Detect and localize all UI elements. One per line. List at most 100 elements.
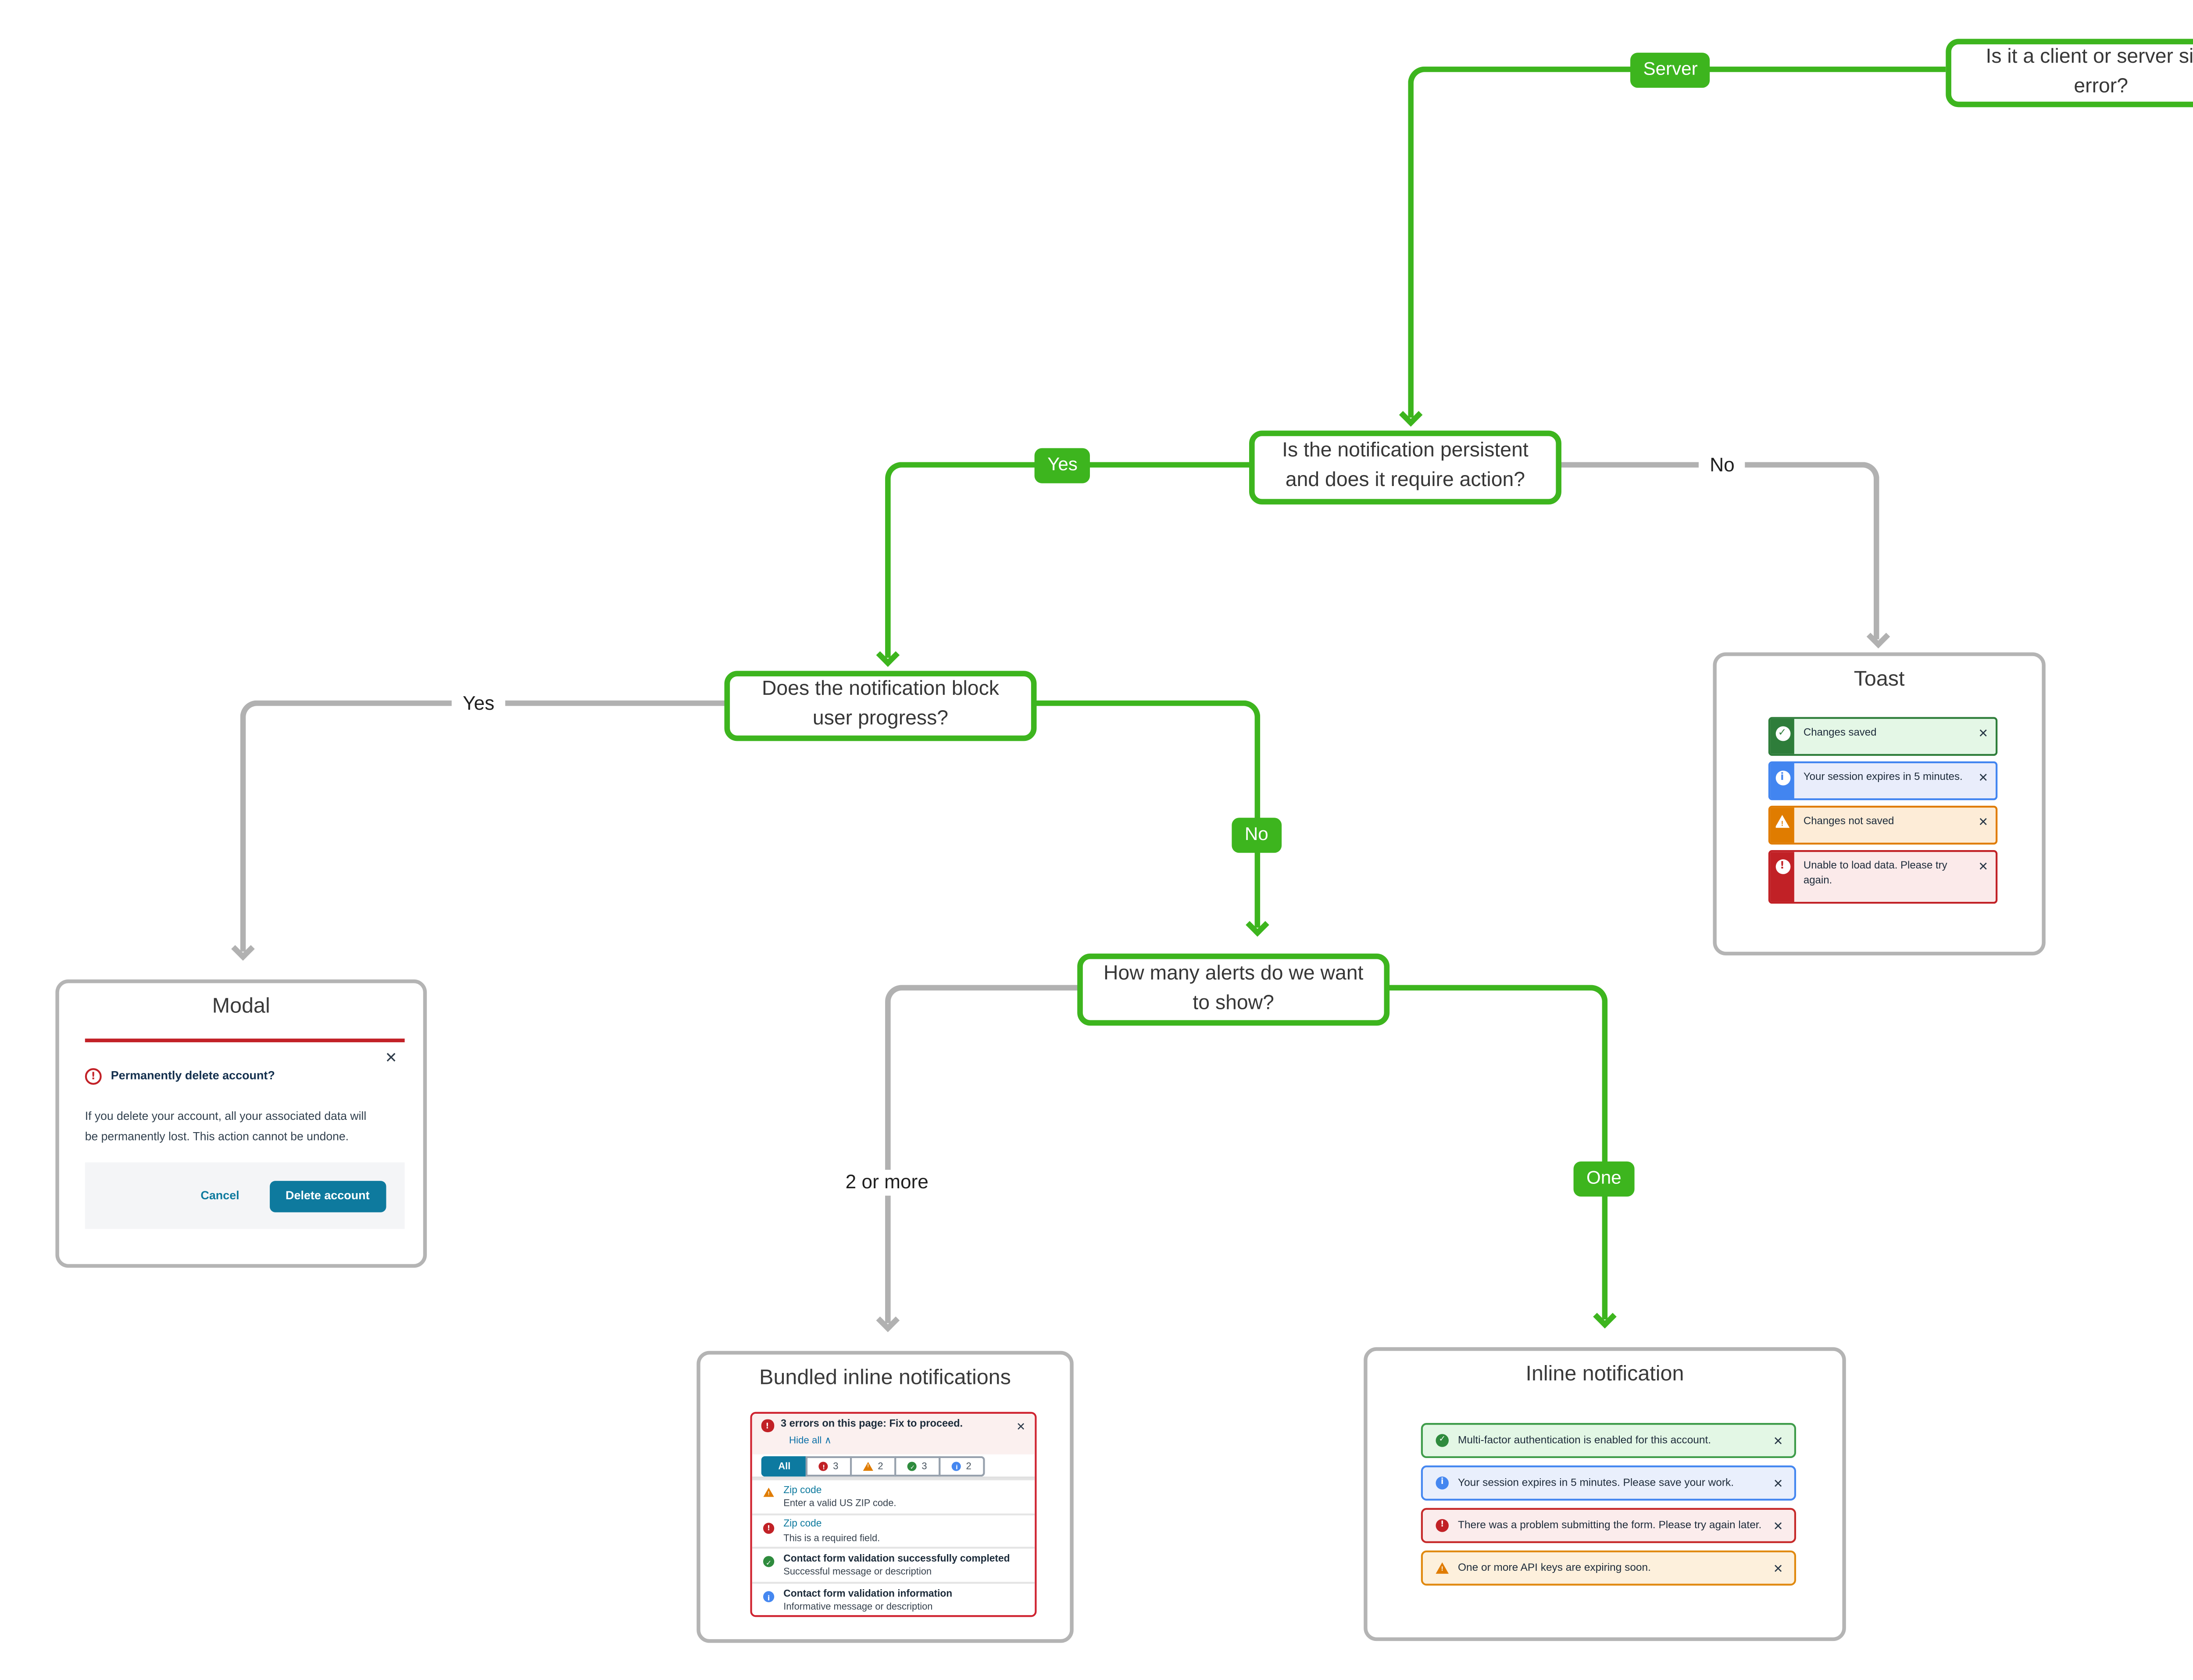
inline-info: i Your session expires in 5 minutes. Ple… (1421, 1465, 1797, 1501)
bundled-item-title[interactable]: Zip code (783, 1485, 822, 1496)
error-icon: ! (819, 1462, 829, 1471)
bundled-item-error: ! Zip code This is a required field. (752, 1513, 1035, 1548)
toast-text: Changes saved (1803, 728, 1877, 740)
close-icon[interactable]: ✕ (385, 1049, 397, 1066)
edge-label-two-or-more: 2 or more (834, 1169, 940, 1196)
decision-box-how-many: How many alerts do we want to show? (1077, 953, 1390, 1026)
bundled-summary: 3 errors on this page: Fix to proceed. (780, 1419, 963, 1431)
inline-notification-card: Inline notification ✓ Multi-factor authe… (1364, 1347, 1846, 1641)
edge-label-yes-persistent: Yes (1034, 448, 1091, 483)
decision-text: Is the notification persistent and does … (1282, 440, 1529, 492)
toast-card: Toast ✓ Changes saved ✕ i Your session e… (1713, 652, 2046, 956)
close-icon[interactable]: ✕ (1773, 1476, 1783, 1491)
modal-heading: Permanently delete account? (111, 1070, 275, 1083)
edge-label-no-persistent: No (1698, 453, 1746, 479)
info-icon: i (1436, 1476, 1449, 1490)
edge-no-blocking-connector (1035, 700, 1261, 928)
decision-text: Is it a client or server side error? (1986, 45, 2193, 97)
cancel-button[interactable]: Cancel (200, 1189, 239, 1202)
error-icon: ! (1770, 852, 1794, 902)
toast-text: Unable to load data. Please try again. (1803, 861, 1947, 888)
modal-card: Modal ✕ ! Permanently delete account? If… (55, 979, 427, 1268)
success-icon: ✓ (1436, 1434, 1449, 1447)
tab-all[interactable]: All (761, 1456, 808, 1477)
bundled-item-warning: ! Zip code Enter a valid US ZIP code. (752, 1478, 1035, 1513)
close-icon[interactable]: ✕ (1978, 859, 1989, 874)
edge-label-no-blocking: No (1232, 818, 1282, 853)
toast-text: Your session expires in 5 minutes. (1803, 772, 1963, 784)
bundled-item-description: This is a required field. (783, 1533, 880, 1544)
inline-warning: ! One or more API keys are expiring soon… (1421, 1550, 1797, 1586)
bundled-filter-tabs: All ! 3 ! 2 ✓ 3 i 2 (752, 1455, 1035, 1479)
decision-text: Does the notification block user progres… (761, 678, 999, 730)
tab-warnings[interactable]: ! 2 (850, 1456, 896, 1477)
edge-server-connector (1408, 66, 1946, 418)
toast-info: i Your session expires in 5 minutes. ✕ (1768, 761, 1998, 801)
info-icon: i (1770, 763, 1794, 799)
close-icon[interactable]: ✕ (1773, 1560, 1783, 1576)
close-icon[interactable]: ✕ (1978, 815, 1989, 830)
close-icon[interactable]: ✕ (1773, 1433, 1783, 1448)
warning-icon: ! (863, 1462, 873, 1471)
card-title: Bundled inline notifications (759, 1367, 1011, 1390)
card-title: Modal (212, 996, 270, 1019)
bundled-panel: ! 3 errors on this page: Fix to proceed.… (750, 1412, 1037, 1617)
tab-successes[interactable]: ✓ 3 (894, 1456, 941, 1477)
close-icon[interactable]: ✕ (1016, 1421, 1026, 1434)
toast-warning: ! Changes not saved ✕ (1768, 805, 1998, 845)
bundled-notifications-card: Bundled inline notifications ! 3 errors … (696, 1351, 1074, 1643)
edge-two-or-more-connector (885, 985, 1079, 1323)
inline-text: One or more API keys are expiring soon. (1458, 1562, 1651, 1574)
toast-error: ! Unable to load data. Please try again.… (1768, 850, 1998, 904)
close-icon[interactable]: ✕ (1773, 1518, 1783, 1533)
success-icon: ✓ (907, 1462, 917, 1471)
hide-all-link[interactable]: Hide all ∧ (789, 1435, 832, 1446)
close-icon[interactable]: ✕ (1978, 726, 1989, 741)
tab-infos[interactable]: i 2 (939, 1456, 985, 1477)
inline-text: There was a problem submitting the form.… (1458, 1520, 1762, 1531)
decision-box-error-side: Is it a client or server side error? (1946, 39, 2193, 107)
modal-top-rule (85, 1038, 405, 1043)
error-icon: ! (1436, 1519, 1449, 1532)
decision-text: How many alerts do we want to show? (1103, 962, 1364, 1014)
error-icon: ! (763, 1522, 775, 1533)
bundled-item-info: i Contact form validation information In… (752, 1582, 1035, 1616)
bundled-item-success: ✓ Contact form validation successfully c… (752, 1547, 1035, 1582)
info-icon: i (763, 1591, 775, 1602)
bundled-item-description: Informative message or description (783, 1602, 933, 1614)
warning-icon: ! (1770, 808, 1794, 843)
inline-text: Multi-factor authentication is enabled f… (1458, 1435, 1711, 1446)
card-title: Toast (1854, 669, 1905, 691)
bundled-item-description: Successful message or description (783, 1568, 932, 1579)
success-icon: ✓ (1770, 718, 1794, 754)
inline-text: Your session expires in 5 minutes. Pleas… (1458, 1477, 1734, 1489)
modal-footer: Cancel Delete account (85, 1162, 405, 1229)
info-icon: i (952, 1462, 962, 1471)
edge-yes-blocking-connector (240, 700, 725, 952)
edge-no-persistent-connector (1559, 462, 1879, 640)
decision-box-blocking: Does the notification block user progres… (724, 671, 1037, 741)
toast-success: ✓ Changes saved ✕ (1768, 717, 1998, 756)
edge-one-connector (1387, 985, 1608, 1320)
inline-success: ✓ Multi-factor authentication is enabled… (1421, 1423, 1797, 1458)
bundled-item-title[interactable]: Zip code (783, 1519, 822, 1531)
bundled-header: ! 3 errors on this page: Fix to proceed.… (752, 1413, 1035, 1455)
warning-icon: ! (1436, 1562, 1449, 1574)
close-icon[interactable]: ✕ (1978, 770, 1989, 786)
modal-heading-row: ! Permanently delete account? (85, 1068, 275, 1085)
bundled-item-description: Enter a valid US ZIP code. (783, 1498, 896, 1510)
delete-account-button[interactable]: Delete account (269, 1180, 386, 1212)
error-outline-icon: ! (85, 1068, 102, 1085)
caret-up-icon: ∧ (824, 1435, 832, 1446)
inline-error: ! There was a problem submitting the for… (1421, 1508, 1797, 1543)
bundled-item-title: Contact form validation successfully com… (783, 1554, 1010, 1565)
edge-yes-persistent-connector (885, 462, 1249, 658)
success-icon: ✓ (763, 1556, 775, 1568)
edge-label-server: Server (1630, 53, 1711, 88)
card-title: Inline notification (1525, 1364, 1684, 1386)
tab-errors[interactable]: ! 3 (805, 1456, 852, 1477)
error-icon: ! (761, 1419, 774, 1431)
modal-body-text: If you delete your account, all your ass… (85, 1111, 367, 1144)
